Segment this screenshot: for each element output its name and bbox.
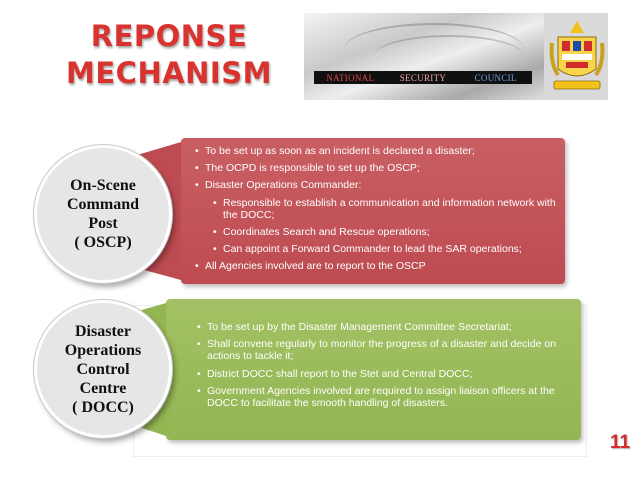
nsc-banner: NATIONAL SECURITY COUNCIL bbox=[304, 13, 608, 100]
docc-label-line: Control bbox=[76, 360, 130, 378]
banner-council-label: COUNCIL bbox=[474, 72, 517, 83]
list-item: To be set up as soon as an incident is d… bbox=[195, 145, 563, 157]
banner-book-image bbox=[304, 13, 544, 100]
docc-bullet-list: To be set up by the Disaster Management … bbox=[197, 321, 577, 409]
title-line-2: MECHANISM bbox=[66, 56, 272, 90]
list-item: The OCPD is responsible to set up the OS… bbox=[195, 162, 563, 174]
slide-number: 11 bbox=[610, 432, 631, 453]
oscp-label-circle: On-Scene Command Post ( OSCP) bbox=[34, 145, 172, 283]
docc-label-line: Centre bbox=[79, 379, 127, 397]
slide-title: REPONSE MECHANISM bbox=[64, 18, 274, 92]
docc-label-circle: Disaster Operations Control Centre ( DOC… bbox=[34, 300, 172, 438]
oscp-bullet-list: To be set up as soon as an incident is d… bbox=[195, 145, 563, 273]
title-line-1: REPONSE bbox=[90, 19, 248, 53]
banner-text-bar: NATIONAL SECURITY COUNCIL bbox=[314, 71, 532, 84]
banner-national-label: NATIONAL bbox=[326, 72, 375, 83]
list-item: District DOCC shall report to the Stet a… bbox=[197, 368, 577, 380]
list-item: Government Agencies involved are require… bbox=[197, 385, 577, 409]
oscp-label-line: Post bbox=[88, 215, 118, 232]
list-item: All Agencies involved are to report to t… bbox=[195, 260, 563, 272]
sub-list-item: Coordinates Search and Rescue operations… bbox=[195, 226, 563, 238]
docc-label-line: ( DOCC) bbox=[72, 398, 134, 416]
list-item: Shall convene regularly to monitor the p… bbox=[197, 338, 577, 362]
oscp-label-line: On-Scene bbox=[70, 177, 136, 194]
oscp-label-line: ( OSCP) bbox=[74, 234, 132, 251]
list-item: To be set up by the Disaster Management … bbox=[197, 321, 577, 333]
docc-label-line: Disaster bbox=[75, 322, 131, 340]
coat-of-arms-icon bbox=[549, 21, 605, 90]
sub-list-item: Can appoint a Forward Commander to lead … bbox=[195, 243, 563, 255]
list-item: Disaster Operations Commander: bbox=[195, 179, 563, 191]
oscp-label-line: Command bbox=[66, 196, 139, 213]
sub-list-item: Responsible to establish a communication… bbox=[195, 197, 563, 221]
banner-security-label: SECURITY bbox=[399, 72, 447, 83]
docc-label-line: Operations bbox=[64, 341, 142, 359]
